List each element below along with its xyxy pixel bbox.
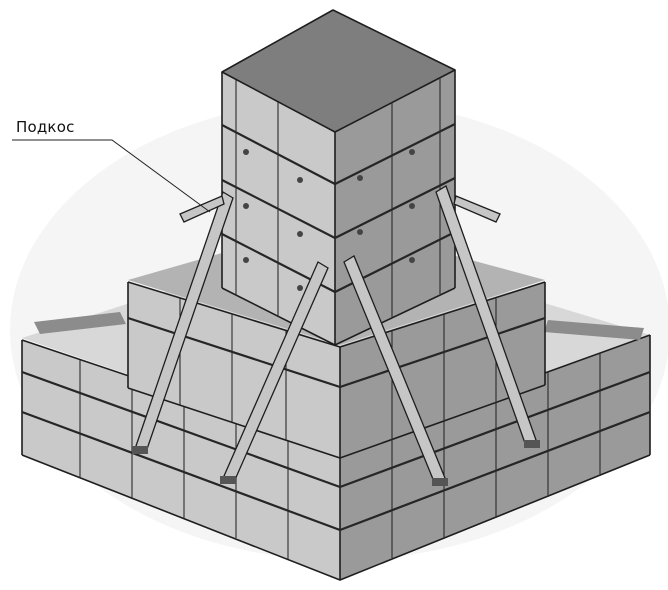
column-stiffeners — [235, 78, 441, 317]
middle-right-rail — [339, 316, 546, 389]
column-formwork — [221, 9, 456, 346]
callout-label-brace: Подкос — [16, 118, 75, 136]
braces — [132, 185, 540, 486]
column-bolts — [243, 149, 415, 291]
brace-foot-front-right — [432, 478, 448, 486]
brace-back-right — [453, 195, 501, 223]
brace-foot-front-left — [220, 476, 236, 484]
bottom-right-joints — [391, 353, 601, 558]
middle-left-rail — [127, 316, 341, 389]
column-top-opening — [222, 10, 455, 132]
brace-foot-left — [132, 446, 148, 454]
left-clamp-bracket — [34, 312, 126, 334]
callout-leader-line — [12, 139, 211, 213]
brace-back-left — [179, 195, 225, 223]
bottom-left-rail-2 — [21, 410, 341, 532]
brace-foot-right — [524, 440, 540, 448]
bottom-left-rail-1 — [21, 370, 341, 489]
right-clamp-bracket — [544, 320, 644, 340]
bottom-tier-right-face — [340, 335, 650, 580]
